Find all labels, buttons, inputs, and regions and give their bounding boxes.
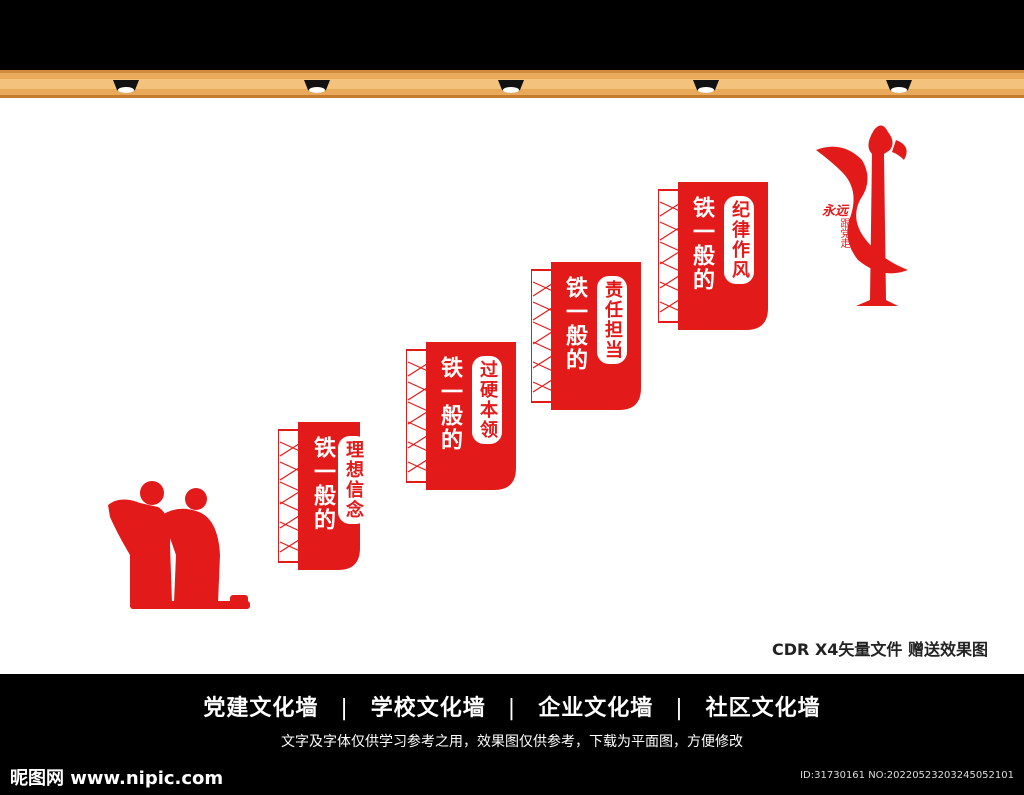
tag-separator: | [675, 696, 684, 721]
panel-1-big-text: 铁一般的 [310, 436, 335, 532]
huabiao-ribbon-icon [816, 125, 908, 306]
panel-1-small-text: 理想信念 [338, 436, 368, 524]
top-black-band [0, 0, 1024, 70]
file-format-caption: CDR X4矢量文件 赠送效果图 [772, 640, 988, 659]
tag-enterprise-wall: 企业文化墙 [538, 696, 654, 721]
spotlight-icon [886, 80, 912, 93]
panel-2-small-text: 过硬本领 [472, 356, 502, 444]
spotlight-icon [498, 80, 524, 93]
panel-3-small-text: 责任担当 [597, 276, 627, 364]
tag-separator: | [507, 696, 517, 721]
spotlight-icon [113, 80, 139, 93]
tag-community-wall: 社区文化墙 [705, 696, 821, 721]
tag-separator: | [340, 696, 349, 721]
panel-4-small-text: 纪律作风 [724, 196, 754, 284]
spotlight-icon [304, 80, 330, 93]
panel-4-big-text: 铁一般的 [689, 196, 714, 292]
image-id-line: ID:31730161 NO:20220523203245052101 [800, 770, 1014, 781]
spotlight-icon [693, 80, 719, 93]
bottom-black-band [0, 674, 1024, 795]
category-tags: 党建文化墙 | 学校文化墙 | 企业文化墙 | 社区文化墙 [0, 690, 1024, 722]
panel-2-big-text: 铁一般的 [437, 356, 462, 452]
usage-note: 文字及字体仅供学习参考之用，效果图仅供参考，下载为平面图，方便修改 [281, 734, 743, 750]
tag-party-wall: 党建文化墙 [203, 696, 319, 721]
emblem-text-line2: 跟党走 [838, 218, 849, 248]
emblem-text-line1: 永远 [822, 204, 849, 219]
saluting-soldiers-icon [108, 481, 250, 609]
nipic-watermark: 昵图网 www.nipic.com [10, 768, 224, 789]
panel-3-big-text: 铁一般的 [562, 276, 587, 372]
tag-school-wall: 学校文化墙 [370, 696, 486, 721]
